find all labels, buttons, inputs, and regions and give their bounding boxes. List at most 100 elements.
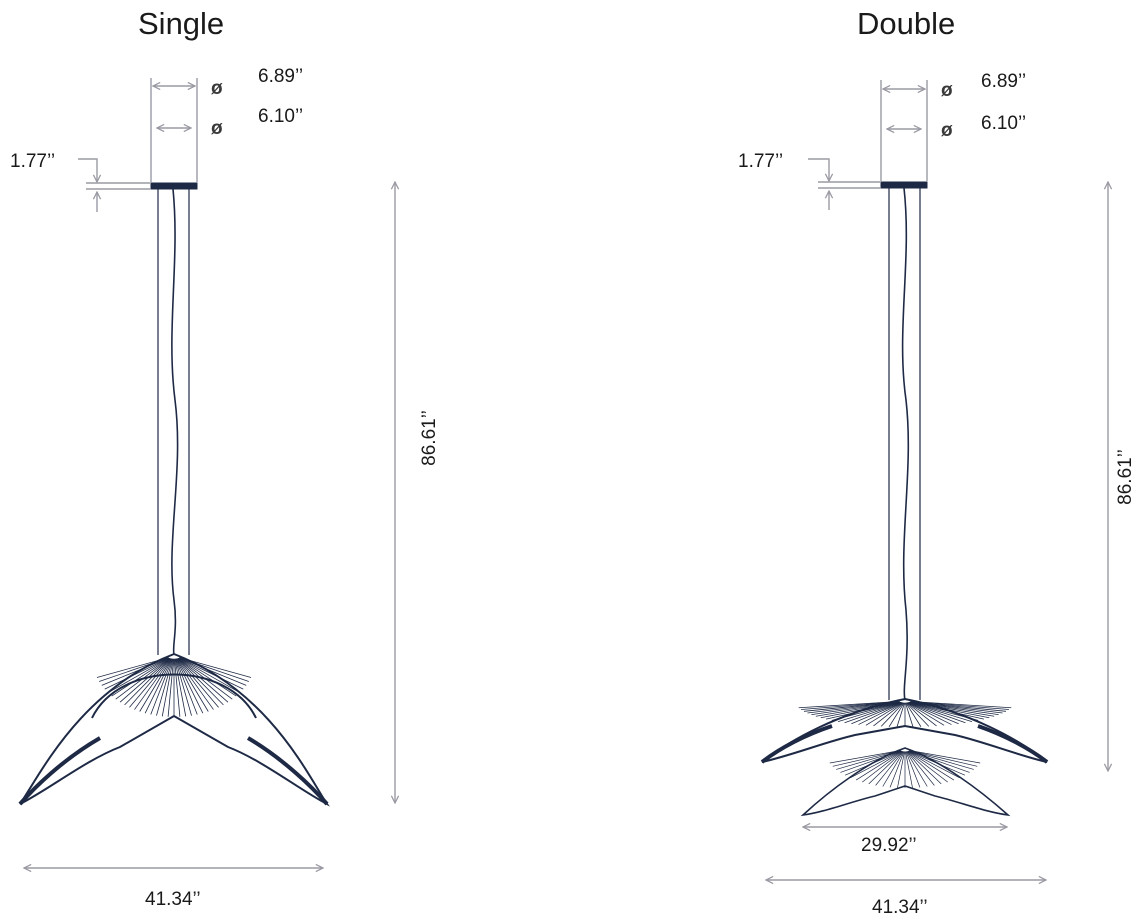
shade-rib	[906, 751, 935, 786]
single-shade	[19, 652, 330, 807]
shade-rib	[909, 750, 981, 764]
double-outer-rim-left	[760, 724, 833, 764]
shade-rib	[179, 657, 252, 678]
shade-rib	[908, 702, 973, 723]
double-outer-shade-ribs	[798, 701, 1012, 728]
shade-rib	[897, 751, 905, 788]
double-diameter-symbol-outer: ø	[941, 80, 953, 101]
shade-rib	[889, 751, 905, 788]
shade-rib	[840, 750, 902, 773]
shade-rib	[798, 701, 900, 709]
shade-rib	[905, 702, 922, 727]
shade-rib	[907, 702, 952, 725]
shade-rib	[803, 701, 900, 712]
shade-rib	[139, 658, 172, 712]
shade-rib	[815, 701, 901, 717]
shade-rib	[807, 701, 900, 714]
shade-rib	[829, 750, 901, 764]
shade-rib	[175, 658, 204, 714]
shade-rib	[851, 702, 903, 725]
single-diameter-symbol-outer: ø	[211, 78, 223, 99]
shade-rib	[134, 658, 172, 710]
shade-rib	[905, 751, 913, 788]
shade-rib	[908, 701, 979, 721]
single-shade-width: 41.34’’	[145, 889, 201, 910]
shade-rib	[855, 750, 903, 781]
single-shade-rim-right	[246, 736, 329, 806]
shade-rib	[156, 658, 174, 716]
shade-rib	[811, 701, 900, 716]
single-canopy-inner-diameter: 6.10’’	[258, 106, 304, 127]
shade-rib	[868, 751, 903, 785]
shade-rib	[174, 658, 187, 717]
shade-rib	[908, 750, 960, 779]
shade-rib	[101, 657, 169, 686]
shade-rib	[906, 702, 937, 727]
shade-rib	[909, 750, 974, 770]
shade-rib	[176, 658, 209, 712]
single-shade-rim-left	[18, 736, 102, 806]
shade-rib	[176, 658, 219, 708]
shade-rib	[850, 750, 902, 779]
shade-rib	[836, 750, 901, 770]
single-canopy-outer-diameter: 6.89’’	[258, 66, 304, 87]
double-cable	[901, 187, 910, 701]
double-canopy-height-leader-top	[808, 158, 829, 181]
shade-rib	[150, 658, 173, 715]
shade-rib	[96, 657, 169, 678]
single-cable	[171, 188, 179, 656]
shade-rib	[178, 657, 233, 700]
shade-rib	[144, 658, 173, 714]
shade-rib	[906, 751, 928, 787]
single-dimensions	[24, 78, 395, 868]
shade-rib	[111, 657, 170, 697]
shade-rib	[179, 657, 247, 686]
single-lamp	[18, 182, 330, 807]
shade-rib	[908, 750, 970, 773]
single-title: Single	[138, 6, 225, 41]
shade-rib	[907, 751, 942, 785]
double-lamp	[760, 181, 1049, 817]
shade-rib	[896, 702, 905, 728]
shade-rib	[124, 658, 171, 706]
shade-rib	[167, 658, 174, 717]
shade-rib	[177, 658, 229, 703]
shade-rib	[178, 657, 244, 690]
shade-rib	[905, 702, 914, 728]
double-inner-shade-ribs	[829, 750, 981, 788]
shade-rib	[910, 701, 999, 716]
shade-rib	[873, 702, 904, 727]
shade-rib	[906, 702, 930, 727]
shade-rib	[820, 701, 901, 719]
shade-rib	[909, 701, 990, 719]
double-outer-shade-width: 41.34’’	[872, 897, 928, 918]
shade-rib	[107, 657, 170, 694]
shade-rib	[844, 702, 902, 724]
shade-rib	[865, 702, 904, 726]
single-canopy	[150, 182, 198, 190]
shade-rib	[882, 751, 904, 787]
shade-rib	[910, 701, 1012, 709]
shade-rib	[875, 751, 904, 786]
double-inner-shade-width: 29.92’’	[861, 835, 917, 856]
shade-rib	[905, 751, 921, 788]
double-diameter-symbol-inner: ø	[941, 120, 953, 141]
shade-rib	[910, 701, 1007, 712]
shade-rib	[178, 657, 237, 697]
shade-rib	[831, 701, 902, 721]
double-canopy-inner-diameter: 6.10’’	[981, 113, 1027, 134]
shade-rib	[104, 657, 170, 690]
double-dimensions	[766, 80, 1108, 880]
shade-rib	[99, 657, 169, 682]
shade-rib	[909, 701, 995, 717]
double-canopy-outer-diameter: 6.89’’	[981, 71, 1027, 92]
shade-rib	[177, 658, 224, 706]
single-diameter-symbol-inner: ø	[211, 118, 223, 139]
double-outer-rim-right	[977, 724, 1049, 764]
shade-rib	[906, 702, 945, 726]
shade-rib	[174, 658, 192, 716]
double-canopy-height: 1.77’’	[738, 151, 784, 172]
shade-rib	[880, 702, 904, 727]
double-inner-shade	[800, 747, 1011, 817]
